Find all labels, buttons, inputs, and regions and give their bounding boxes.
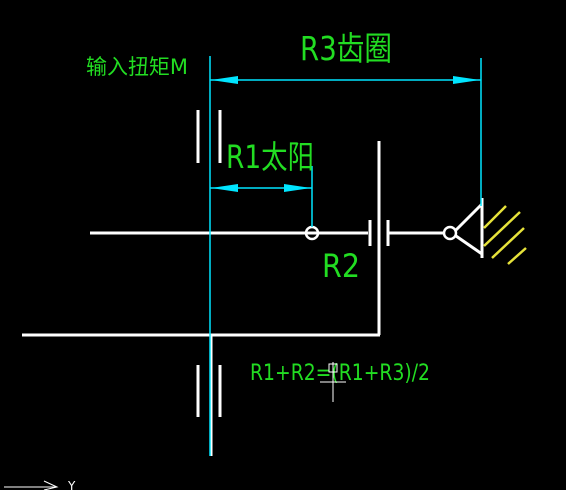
mechanism-geometry	[22, 110, 484, 456]
dimension-arrowheads	[211, 76, 480, 192]
r1-arrow-right	[284, 184, 311, 192]
r3-ring-label: R3齿圈	[300, 29, 392, 68]
ring-joint-circle	[442, 225, 458, 241]
r1-sun-label: R1太阳	[226, 138, 314, 176]
r3-arrow-left	[211, 76, 238, 84]
support-leg-lower	[455, 234, 483, 256]
crosshair-cursor-icon	[320, 362, 346, 402]
ucs-axis-label: Y	[67, 479, 76, 490]
input-torque-label: 输入扭矩M	[86, 55, 188, 79]
hatch-ground-icon	[483, 205, 527, 265]
r3-arrow-right	[453, 76, 480, 84]
r1-arrow-left	[211, 184, 238, 192]
ucs-axis-icon	[4, 480, 59, 490]
support-leg-upper	[454, 202, 484, 232]
r2-label: R2	[322, 247, 360, 285]
